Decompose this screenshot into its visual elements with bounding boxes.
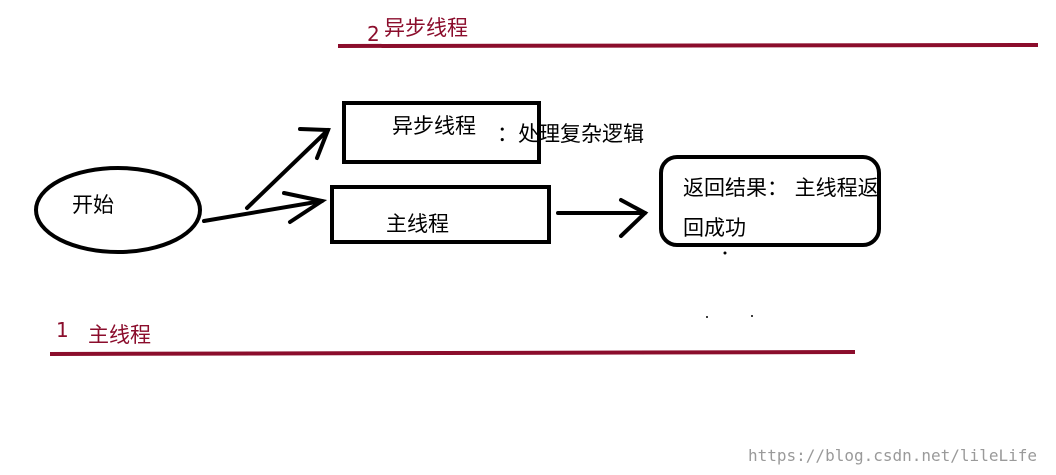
bottom-lane-line <box>49 350 856 356</box>
stray-dot <box>723 251 727 255</box>
bottom-lane-number: 1 <box>56 318 69 342</box>
start-node <box>34 166 202 254</box>
stray-dot <box>751 315 753 317</box>
top-lane-number: 2 <box>367 22 380 46</box>
main-thread-box <box>330 185 551 244</box>
top-lane-label: 异步线程 <box>384 16 468 40</box>
watermark: https://blog.csdn.net/lileLife <box>748 446 1037 465</box>
arrow-to-result <box>556 198 649 238</box>
async-note: ：处理复杂逻辑 <box>497 122 644 146</box>
start-label: 开始 <box>72 193 114 217</box>
top-lane-line <box>337 43 1039 48</box>
arrow-to-main <box>202 191 328 224</box>
result-line-1: 返回结果： 主线程返 <box>683 176 879 200</box>
result-line-2: 回成功 <box>683 216 746 240</box>
stray-dot <box>706 316 708 318</box>
result-box <box>659 155 881 247</box>
async-thread-label: 异步线程 <box>392 114 476 138</box>
async-thread-box <box>342 101 541 164</box>
main-thread-label: 主线程 <box>386 212 449 236</box>
bottom-lane-label: 主线程 <box>88 323 151 347</box>
arrow-to-async <box>245 127 331 210</box>
